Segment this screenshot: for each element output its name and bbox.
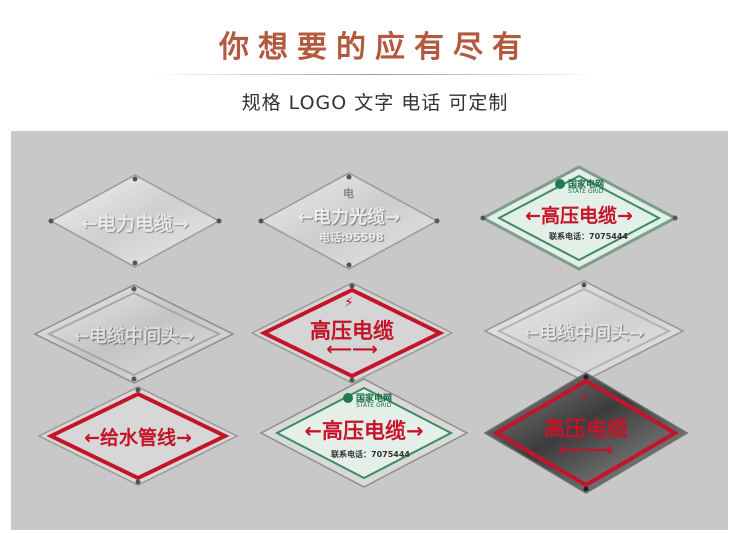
bolt-icon: ⚡: [344, 295, 354, 311]
state-grid-logo-icon: [555, 179, 565, 189]
double-arrow-icon: ⟵⟶: [558, 439, 614, 461]
plate-high-voltage-dark: ⚡ 高压电缆 ⟵⟶: [481, 369, 691, 497]
logo-en: STATE GRID: [356, 402, 392, 409]
plate-shape: [483, 372, 689, 494]
plate-shape: [259, 378, 469, 488]
plate-contact: 联系电话：7075444: [549, 232, 628, 241]
plate-text: ←电缆中间头→: [73, 326, 195, 347]
plate-shape: [250, 282, 454, 384]
plate-text: ←电缆中间头→: [523, 323, 645, 344]
plate-state-grid-high-voltage: 国家电网 STATE GRID ←高压电缆→ 联系电话：7075444: [473, 163, 685, 273]
plate-text: 高压电缆: [310, 319, 394, 343]
state-grid-logo-icon: [343, 393, 353, 403]
plate-high-voltage-red: ⚡ 高压电缆 ⟵⟶: [248, 279, 456, 387]
plate-text: ←电力电缆→: [81, 213, 189, 235]
plate-text: 高压电缆: [544, 417, 628, 441]
header-divider: [150, 74, 600, 75]
plate-shape: [33, 284, 235, 384]
plate-contact: 联系电话：7075444: [331, 450, 410, 459]
plate-cable-joint-2: ←电缆中间头→: [479, 277, 689, 385]
plate-shape: [483, 280, 685, 382]
plate-phone: 电话:95598: [319, 231, 384, 244]
product-photo-panel: ←电力电缆→ 电 ←电力光缆→ 电话:95598 国家电网 STATE GRID…: [11, 131, 728, 530]
plate-top-text: 电: [343, 187, 354, 200]
plate-text: ←电力光缆→: [297, 207, 401, 228]
plate-shape: [258, 172, 440, 270]
plate-text: ←高压电缆→: [304, 419, 424, 443]
plate-text: ←给水管线→: [84, 427, 192, 449]
bolt-icon: ⚡: [579, 389, 590, 407]
double-arrow-icon: ⟵⟶: [326, 339, 378, 360]
plate-shape: [479, 165, 679, 271]
plate-text: ←高压电缆→: [525, 205, 633, 227]
plate-shape: [37, 386, 239, 486]
logo-cn: 国家电网: [568, 180, 605, 190]
headline: 你想要的应有尽有: [219, 30, 531, 65]
plate-cable-joint: ←电缆中间头→: [29, 281, 239, 387]
plate-water-pipe: ←给水管线→: [33, 383, 243, 489]
plate-power-cable: ←电力电缆→: [31, 171, 239, 271]
logo-en: STATE GRID: [568, 188, 604, 195]
plate-power-optical-cable: 电 ←电力光缆→ 电话:95598: [243, 169, 455, 273]
logo-cn: 国家电网: [356, 394, 393, 404]
plate-shape: [48, 174, 222, 268]
plate-state-grid-high-voltage-2: 国家电网 STATE GRID ←高压电缆→ 联系电话：7075444: [257, 375, 471, 491]
subheadline: 规格 LOGO 文字 电话 可定制: [241, 92, 509, 114]
